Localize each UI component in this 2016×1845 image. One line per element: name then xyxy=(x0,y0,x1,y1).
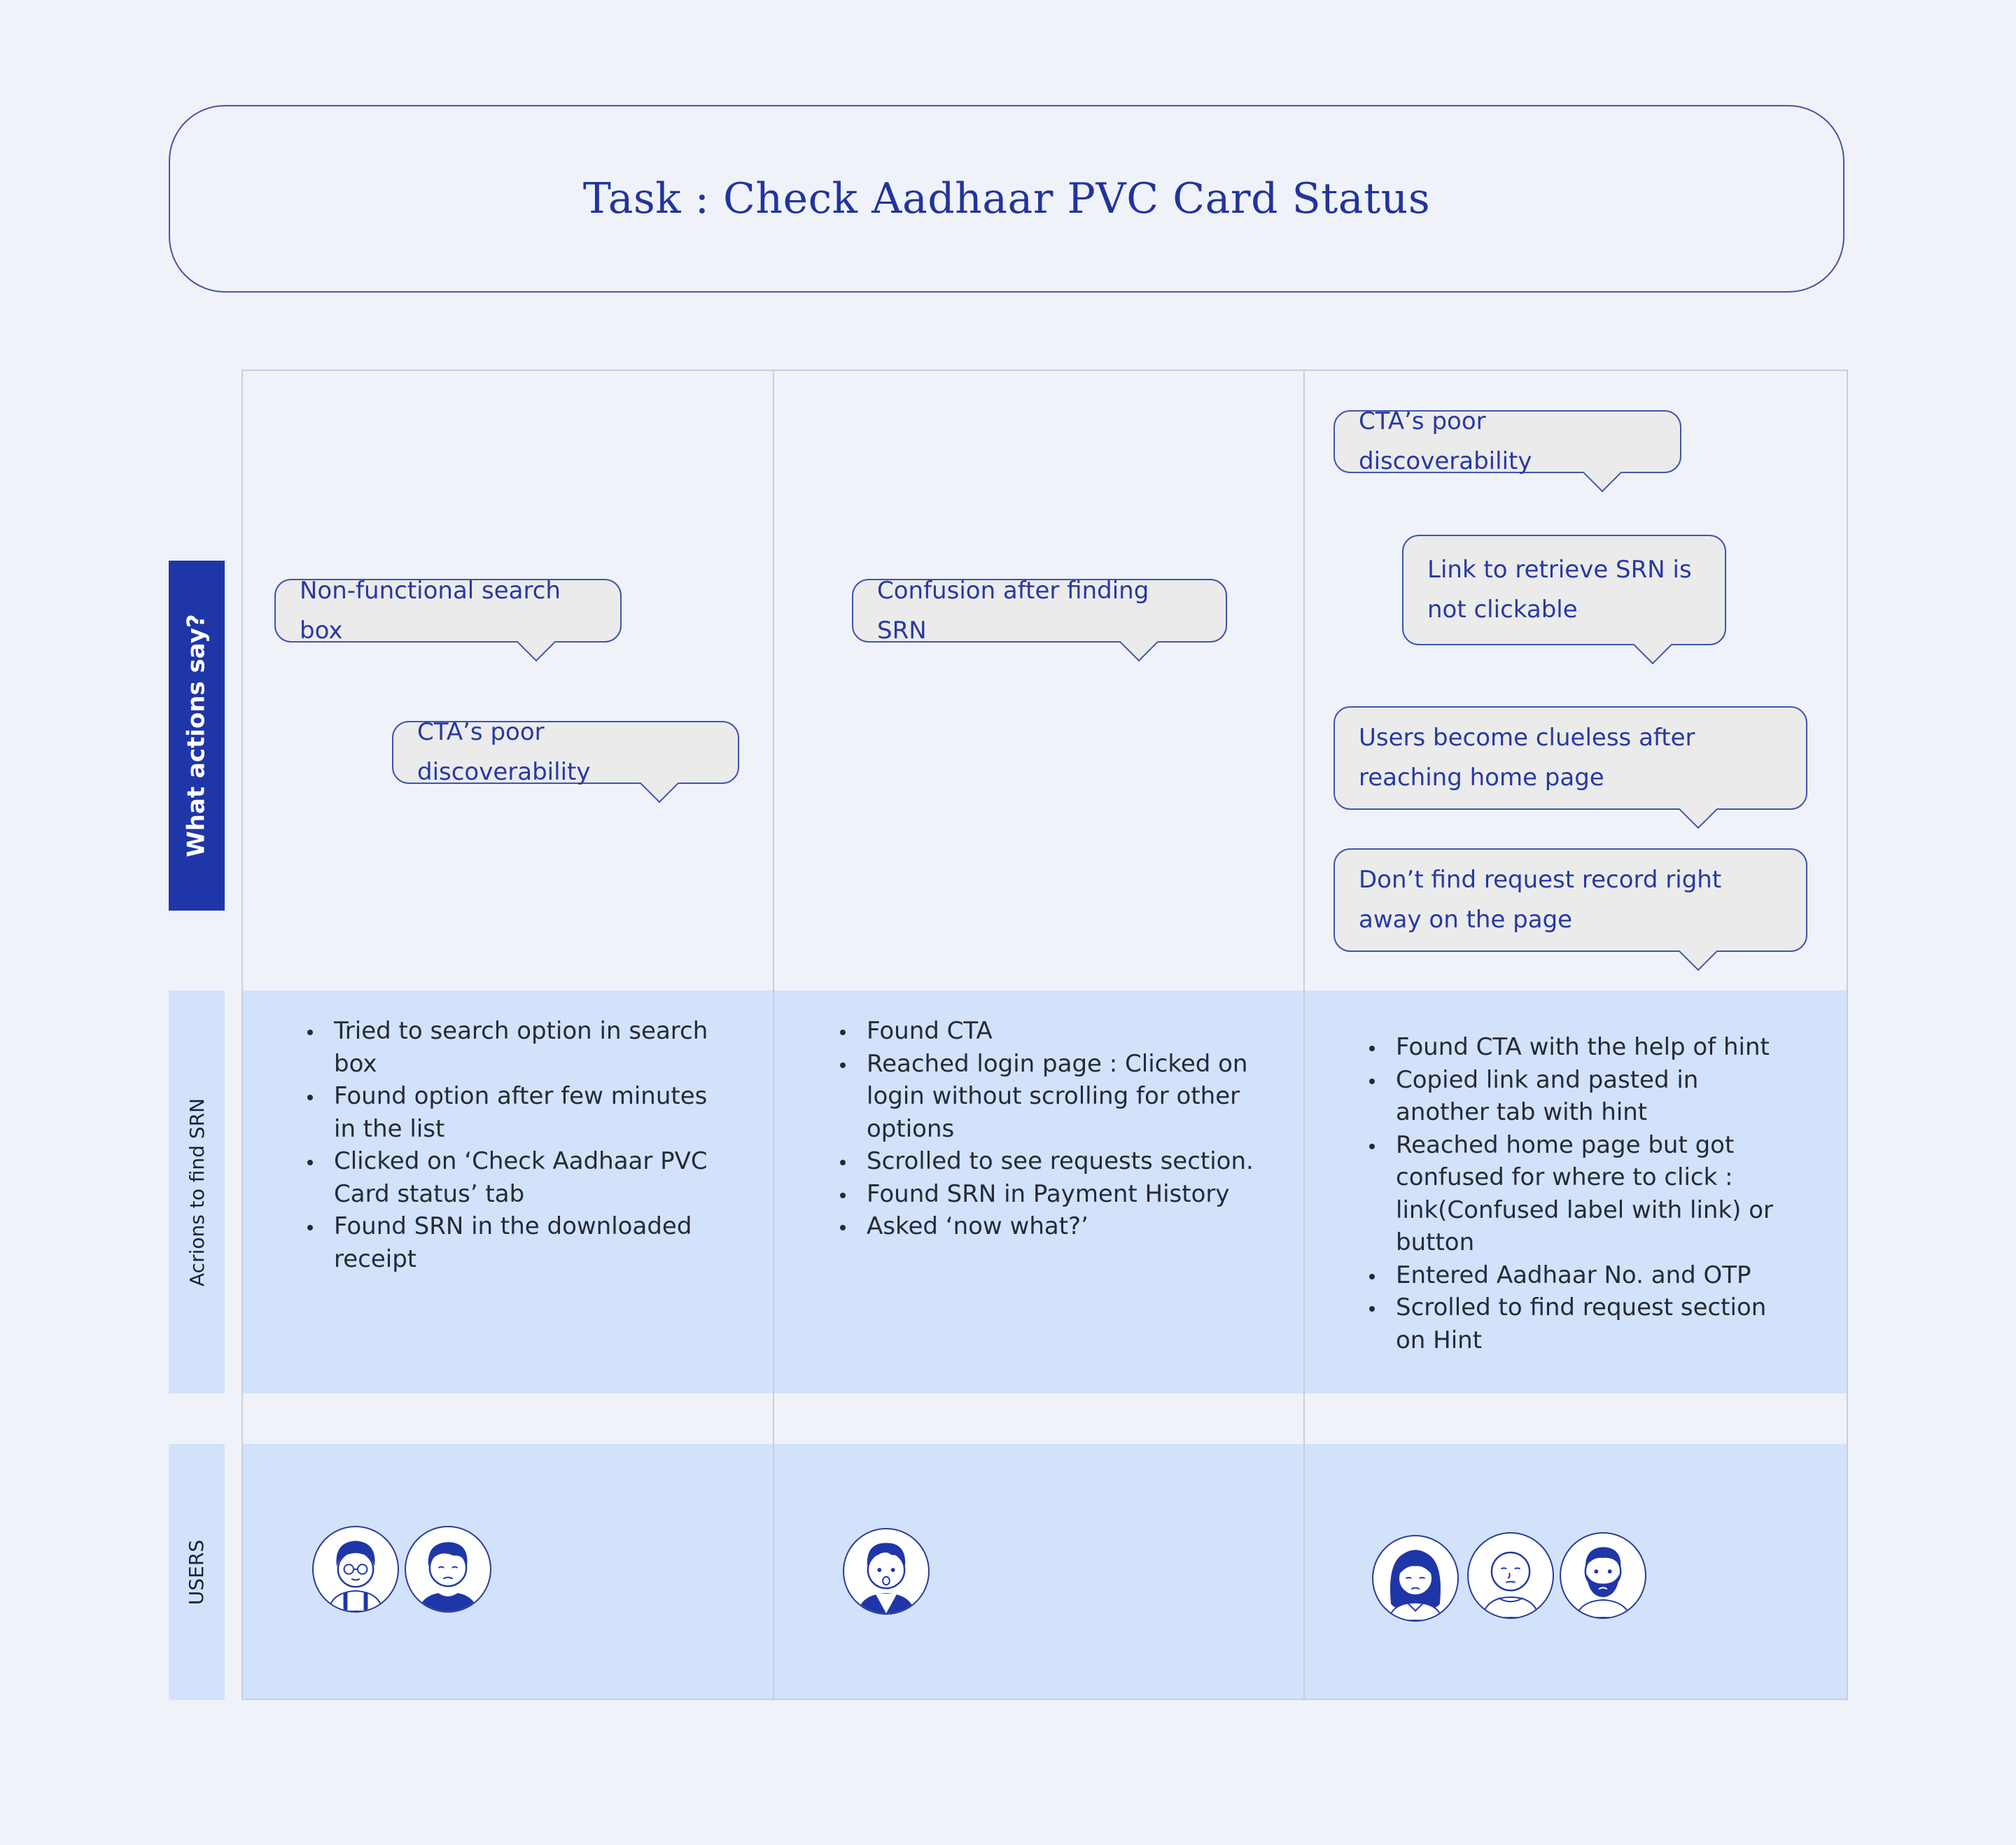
grid-top-line xyxy=(241,370,1848,371)
user-avatar-sad-woman-icon xyxy=(1372,1535,1459,1622)
user-avatar-surprised-man-icon xyxy=(843,1528,930,1615)
grid-divider-2 xyxy=(1303,370,1305,1700)
bubble-text: Don’t find request record right away on … xyxy=(1359,866,1722,934)
page-title: Task : Check Aadhaar PVC Card Status xyxy=(582,174,1431,223)
bubble-text: Confusion after finding SRN xyxy=(877,576,1149,645)
list-item: Tried to search option in search box xyxy=(306,1015,726,1080)
speech-bubble: CTA’s poor discoverability xyxy=(1334,407,1681,493)
list-item: Reached home page but got confused for w… xyxy=(1368,1129,1788,1259)
row-label-actions-say-text: What actions say? xyxy=(183,614,211,857)
list-item: Found option after few minutes in the li… xyxy=(306,1080,726,1145)
user-avatar-bearded-man-icon xyxy=(1560,1532,1646,1619)
grid-divider-1 xyxy=(773,370,774,1700)
list-item: Found CTA with the help of hint xyxy=(1368,1031,1788,1064)
row-label-users: USERS xyxy=(169,1444,225,1700)
steps-list: Found CTA Reached login page : Clicked o… xyxy=(839,1015,1266,1243)
row-label-actions-say: What actions say? xyxy=(169,561,225,911)
bubble-tail xyxy=(1632,624,1673,665)
bubble-text: CTA’s poor discoverability xyxy=(1359,407,1532,475)
grid-left-line xyxy=(241,370,243,1700)
row-label-find-srn-text: Acrions to find SRN xyxy=(185,1097,209,1286)
grid-right-line xyxy=(1847,370,1848,1700)
speech-bubble: Non-functional search box xyxy=(274,577,622,662)
list-item: Found SRN in Payment History xyxy=(839,1178,1266,1211)
row-label-users-text: USERS xyxy=(185,1539,209,1605)
list-item: Entered Aadhaar No. and OTP xyxy=(1368,1259,1788,1292)
speech-bubble: Users become clueless after reaching hom… xyxy=(1334,706,1807,829)
bubble-text: Non-functional search box xyxy=(300,576,561,645)
list-item: Asked ‘now what?’ xyxy=(839,1210,1266,1243)
list-item: Reached login page : Clicked on login wi… xyxy=(839,1048,1266,1146)
find-srn-band xyxy=(241,990,1848,1394)
bubble-text: CTA’s poor discoverability xyxy=(417,718,591,786)
task-title-box: Task : Check Aadhaar PVC Card Status xyxy=(169,105,1844,293)
speech-bubble: Confusion after finding SRN xyxy=(852,577,1227,662)
grid-bottom-line xyxy=(241,1699,1848,1700)
steps-list: Tried to search option in search box Fou… xyxy=(306,1015,726,1275)
list-item: Scrolled to see requests section. xyxy=(839,1145,1266,1178)
user-avatar-glasses-suspenders-icon xyxy=(312,1526,399,1613)
speech-bubble: Don’t find request record right away on … xyxy=(1334,848,1807,971)
steps-list: Found CTA with the help of hint Copied l… xyxy=(1368,1031,1788,1356)
list-item: Clicked on ‘Check Aadhaar PVC Card statu… xyxy=(306,1145,726,1210)
bubble-text: Users become clueless after reaching hom… xyxy=(1359,724,1695,792)
speech-bubble: Link to retrieve SRN is not clickable xyxy=(1402,535,1726,665)
list-item: Copied link and pasted in another tab wi… xyxy=(1368,1064,1788,1129)
user-avatar-worried-man-icon xyxy=(405,1526,491,1613)
list-item: Found SRN in the downloaded receipt xyxy=(306,1210,726,1275)
list-item: Scrolled to find request section on Hint xyxy=(1368,1291,1788,1356)
row-label-find-srn: Acrions to find SRN xyxy=(169,990,225,1394)
speech-bubble: CTA’s poor discoverability xyxy=(392,718,739,804)
list-item: Found CTA xyxy=(839,1015,1266,1048)
bubble-text: Link to retrieve SRN is not clickable xyxy=(1427,556,1692,624)
user-avatar-bald-elder-icon xyxy=(1467,1532,1554,1619)
